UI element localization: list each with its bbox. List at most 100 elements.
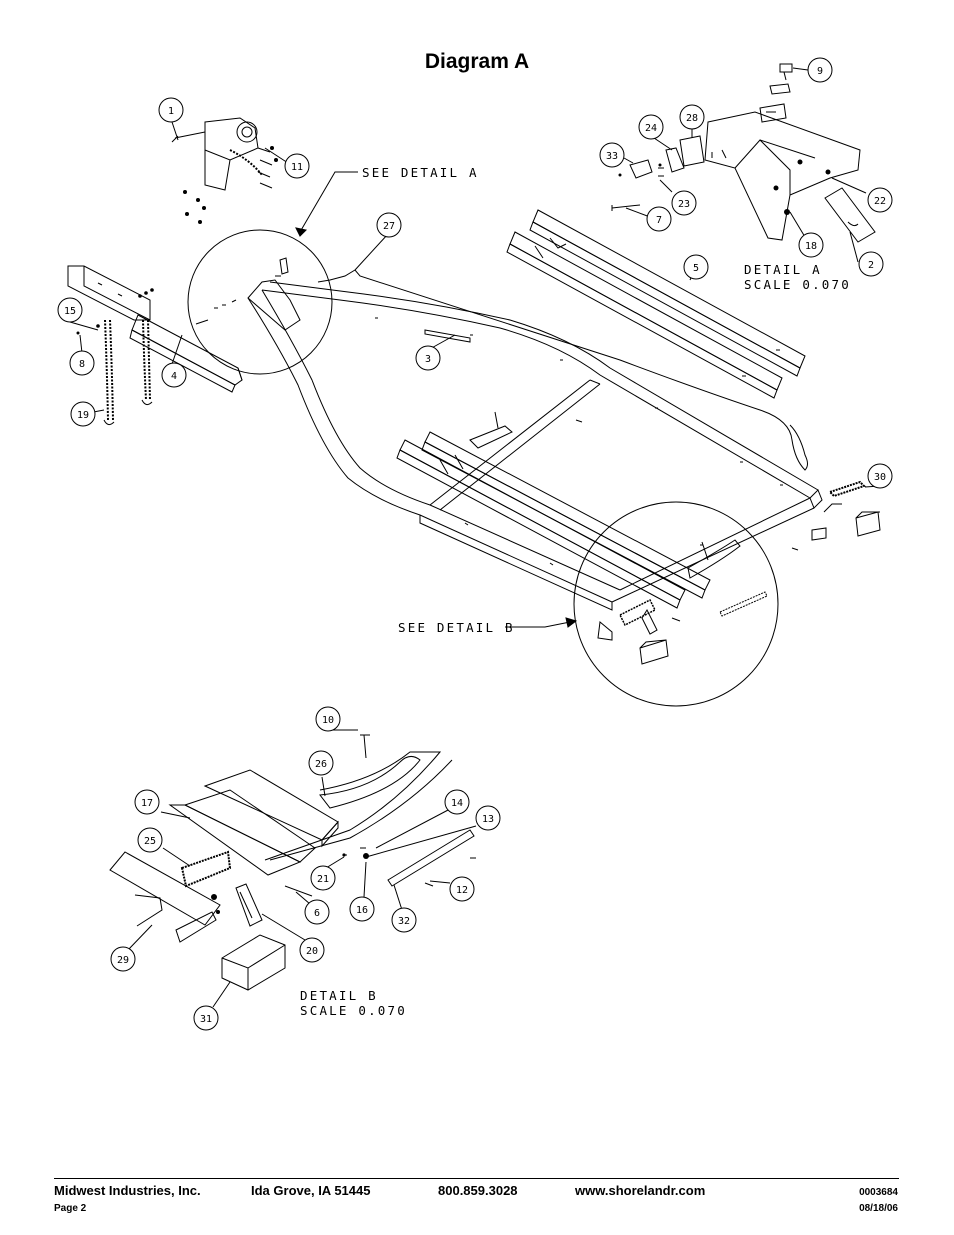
- callout-15: [57, 297, 83, 323]
- see-detail-a-note: SEE DETAIL A: [362, 165, 479, 180]
- callout-31: [193, 1005, 219, 1031]
- footer-company: Midwest Industries, Inc.: [54, 1183, 201, 1198]
- svg-text:27: 27: [383, 221, 395, 232]
- callout-2: [858, 251, 884, 277]
- callout-7: [646, 206, 672, 232]
- leader-detail-a: [299, 171, 358, 233]
- callout-23: [671, 190, 697, 216]
- svg-text:19: 19: [77, 410, 89, 421]
- callout-1: [158, 97, 184, 123]
- scattered-hardware: [76, 159, 831, 914]
- svg-text:22: 22: [874, 196, 886, 207]
- detail-a: [629, 63, 876, 243]
- detail-b-circle: [573, 501, 779, 707]
- svg-text:12: 12: [456, 885, 468, 896]
- footer-page-label: Page 2: [54, 1203, 87, 1214]
- svg-text:4: 4: [171, 371, 177, 382]
- callout-27: [376, 212, 402, 238]
- svg-text:28: 28: [686, 113, 698, 124]
- callout-18: [798, 232, 824, 258]
- footer-date: 08/18/06: [859, 1203, 898, 1214]
- footer-city: Ida Grove, IA 51445: [251, 1183, 371, 1198]
- detail-a-scale: SCALE 0.070: [744, 277, 851, 292]
- svg-text:18: 18: [805, 241, 817, 252]
- bolt-7: [611, 204, 641, 211]
- safety-chain-right: [142, 319, 151, 401]
- svg-text:30: 30: [874, 472, 886, 483]
- detail-b: [109, 734, 476, 991]
- see-detail-b-note: SEE DETAIL B: [398, 620, 515, 635]
- coupler-tube: [67, 265, 151, 321]
- detail-a-label: DETAIL A: [744, 262, 822, 277]
- svg-text:9: 9: [817, 66, 823, 77]
- footer-phone: 800.859.3028: [438, 1183, 518, 1198]
- detail-a-circle: [187, 229, 333, 375]
- callout-17: [134, 789, 160, 815]
- svg-text:13: 13: [482, 814, 494, 825]
- callout-9: [807, 57, 833, 83]
- winch-bolts: [183, 146, 278, 224]
- detail-b-label: DETAIL B: [300, 988, 378, 1003]
- bunk-boards: [396, 209, 806, 609]
- svg-text:5: 5: [693, 263, 699, 274]
- callout-12: [449, 876, 475, 902]
- callout-32: [391, 907, 417, 933]
- callout-10: [315, 706, 341, 732]
- callout-16: [349, 896, 375, 922]
- callout-21: [310, 865, 336, 891]
- svg-text:31: 31: [200, 1014, 212, 1025]
- bunk-pad-upper: [469, 425, 513, 449]
- svg-text:23: 23: [678, 199, 690, 210]
- main-frame: [247, 279, 823, 611]
- tongue-4: [129, 314, 243, 393]
- svg-text:24: 24: [645, 123, 657, 134]
- strap-27: [317, 269, 808, 471]
- callout-numbers: 1 11 27 15 8 4 19 3 5 33 24 28 9 7 23 22…: [64, 66, 886, 1025]
- detail-a-circle-parts: [214, 257, 289, 309]
- callout-4: [161, 362, 187, 388]
- svg-text:6: 6: [314, 908, 320, 919]
- svg-text:11: 11: [291, 162, 303, 173]
- callout-22: [867, 187, 893, 213]
- svg-text:32: 32: [398, 916, 410, 927]
- callout-19: [70, 401, 96, 427]
- svg-text:17: 17: [141, 798, 153, 809]
- footer-website: www.shorelandr.com: [575, 1183, 706, 1198]
- safety-chain-left: [104, 319, 114, 421]
- callout-33: [599, 142, 625, 168]
- callout-6: [304, 899, 330, 925]
- winch-assembly: [171, 117, 273, 191]
- footer-doc-number: 0003684: [859, 1187, 898, 1198]
- leader-detail-b: [505, 621, 571, 628]
- callout-14: [444, 789, 470, 815]
- callout-11: [284, 153, 310, 179]
- svg-text:8: 8: [79, 359, 85, 370]
- misc-bolts: [195, 319, 799, 622]
- bunk-pad-lower: [687, 539, 741, 579]
- svg-text:3: 3: [425, 354, 431, 365]
- svg-text:33: 33: [606, 151, 618, 162]
- svg-text:21: 21: [317, 874, 329, 885]
- callout-3: [415, 345, 441, 371]
- callout-29: [110, 946, 136, 972]
- callout-28: [679, 104, 705, 130]
- svg-text:14: 14: [451, 798, 463, 809]
- detail-b-scale: SCALE 0.070: [300, 1003, 407, 1018]
- callout-leaders: [69, 67, 881, 1008]
- callout-13: [475, 805, 501, 831]
- svg-text:16: 16: [356, 905, 368, 916]
- callout-24: [638, 114, 664, 140]
- svg-text:1: 1: [168, 106, 174, 117]
- callout-25: [137, 827, 163, 853]
- svg-text:10: 10: [322, 715, 334, 726]
- detail-notes: SEE DETAIL A SEE DETAIL B DETAIL A SCALE…: [300, 165, 851, 1018]
- callout-20: [299, 937, 325, 963]
- svg-text:15: 15: [64, 306, 76, 317]
- callout-26: [308, 750, 334, 776]
- footer-divider: [54, 1178, 899, 1179]
- svg-text:7: 7: [656, 215, 662, 226]
- svg-text:29: 29: [117, 955, 129, 966]
- rear-components: [597, 480, 881, 665]
- callout-bubbles: [57, 57, 893, 1031]
